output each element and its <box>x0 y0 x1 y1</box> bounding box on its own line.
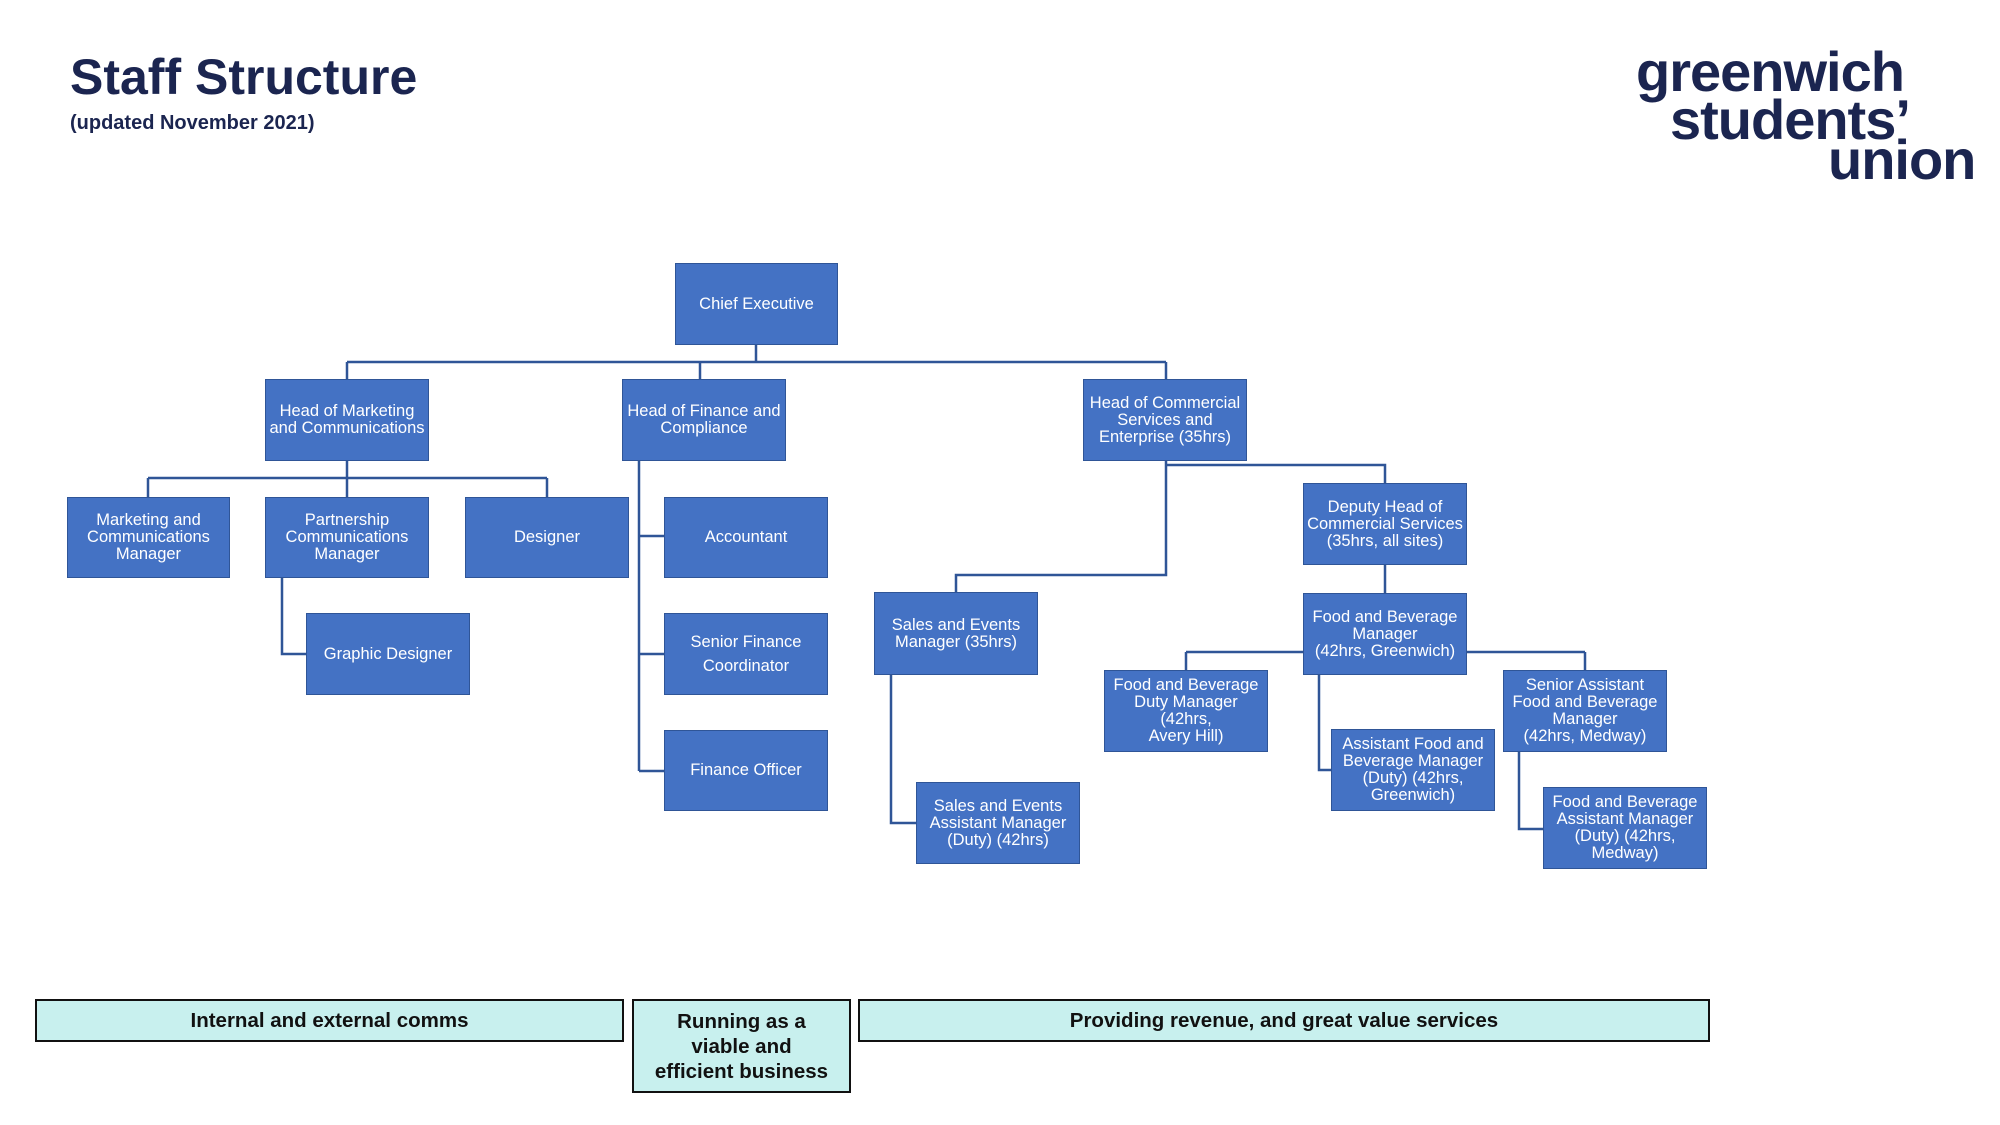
chief-executive-box: Chief Executive <box>675 263 838 345</box>
deputy-head-commercial-box: Deputy Head of Commercial Services (35hr… <box>1303 483 1467 565</box>
band-comms: Internal and external comms <box>35 999 624 1042</box>
partnership-comms-manager-box: Partnership Communications Manager <box>265 497 429 578</box>
head-marketing-box: Head of Marketing and Communications <box>265 379 429 461</box>
designer-box: Designer <box>465 497 629 578</box>
band-revenue: Providing revenue, and great value servi… <box>858 999 1710 1042</box>
fb-duty-manager-box: Food and Beverage Duty Manager (42hrs, A… <box>1104 670 1268 752</box>
logo: greenwich students’ union <box>1636 40 1976 188</box>
finance-officer-box: Finance Officer <box>664 730 828 811</box>
assistant-fb-manager-box: Assistant Food and Beverage Manager (Dut… <box>1331 729 1495 811</box>
connector-line <box>1317 675 1331 772</box>
page-title: Staff Structure <box>70 49 418 105</box>
connector-line <box>280 578 306 656</box>
head-finance-box: Head of Finance and Compliance <box>622 379 786 461</box>
connector-line <box>1517 752 1543 831</box>
connector-line <box>1166 463 1387 483</box>
sales-events-assistant-box: Sales and Events Assistant Manager (Duty… <box>916 782 1080 864</box>
sales-events-manager-box: Sales and Events Manager (35hrs) <box>874 592 1038 675</box>
logo-line-2: students’ <box>1670 88 1911 151</box>
graphic-designer-box: Graphic Designer <box>306 613 470 695</box>
page-subtitle: (updated November 2021) <box>70 112 315 134</box>
connector-line <box>954 461 1168 592</box>
accountant-box: Accountant <box>664 497 828 578</box>
fb-assistant-medway-box: Food and Beverage Assistant Manager (Dut… <box>1543 787 1707 869</box>
fb-manager-box: Food and Beverage Manager (42hrs, Greenw… <box>1303 593 1467 675</box>
senior-assistant-fb-manager-box: Senior Assistant Food and Beverage Manag… <box>1503 670 1667 752</box>
senior-finance-coordinator-box: Senior Finance Coordinator <box>664 613 828 695</box>
logo-line-1: greenwich <box>1636 40 1905 103</box>
head-commercial-box: Head of Commercial Services and Enterpri… <box>1083 379 1247 461</box>
logo-line-3: union <box>1828 128 1976 191</box>
marketing-comms-manager-box: Marketing and Communications Manager <box>67 497 230 578</box>
band-business: Running as a viable and efficient busine… <box>632 999 851 1093</box>
connector-line <box>889 675 916 825</box>
